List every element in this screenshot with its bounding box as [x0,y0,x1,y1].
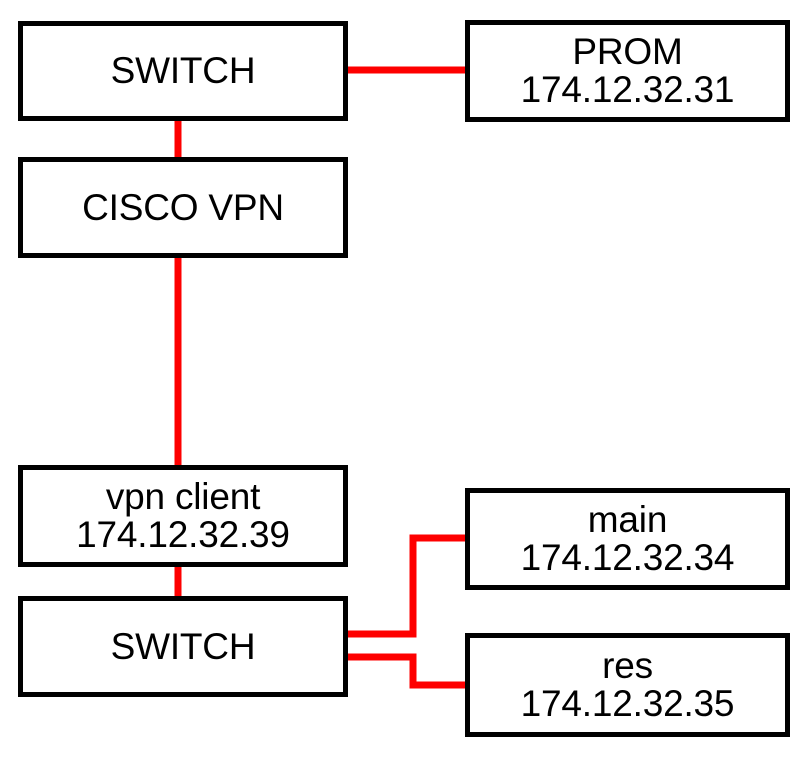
connector-switch-bottom-to-main [345,534,468,638]
node-main-label: main [587,499,668,541]
node-main-ip-address: 174.12.32.34 [520,537,735,578]
node-vpn-client-label: vpn client [105,476,261,518]
node-res-ip-address: 174.12.32.35 [520,683,735,724]
node-prom-ip-address: 174.12.32.31 [520,69,735,110]
node-cisco-vpn[interactable]: CISCO VPN [18,157,348,258]
node-res-label: res [602,645,653,687]
node-switch-bottom-label: SWITCH [110,625,256,667]
node-switch-bottom[interactable]: SWITCH [18,596,348,697]
connector-switch-bottom-to-res [345,653,468,689]
node-switch-top[interactable]: SWITCH [18,21,348,121]
node-cisco-vpn-label: CISCO VPN [82,186,284,228]
node-switch-top-label: SWITCH [110,50,256,92]
node-prom-label: PROM [572,31,683,73]
node-vpn-client-ip-address: 174.12.32.39 [76,514,290,555]
